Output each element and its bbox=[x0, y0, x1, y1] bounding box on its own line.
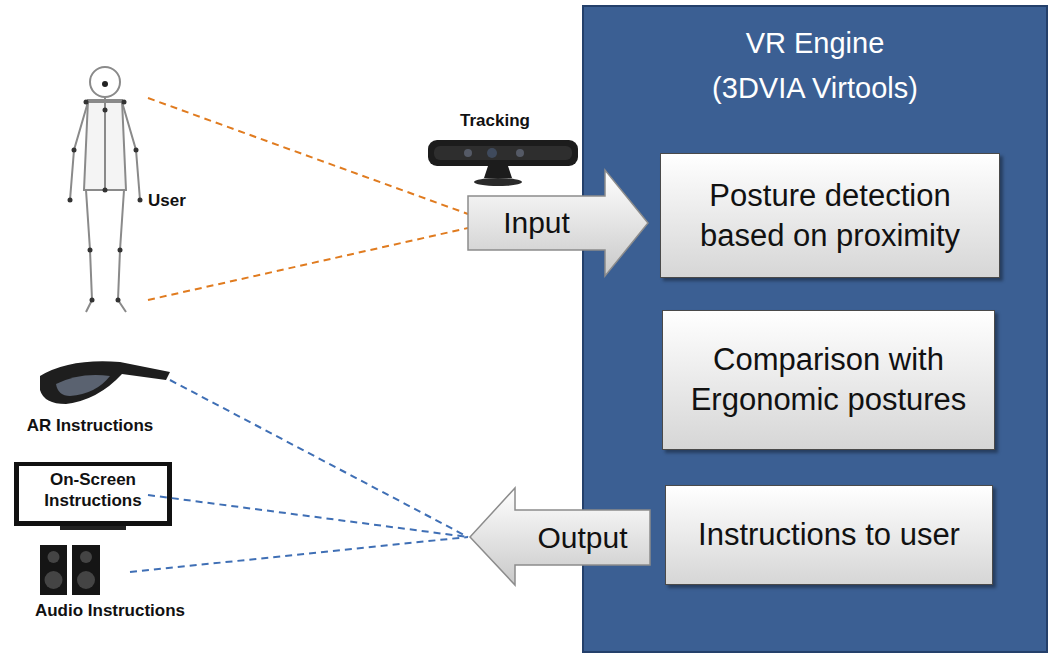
user-figure bbox=[68, 67, 143, 312]
box-text: Posture detection based on proximity bbox=[671, 176, 989, 256]
tracking-lines bbox=[148, 98, 468, 300]
box-text: Instructions to user bbox=[698, 515, 960, 555]
device-label: AR Instructions bbox=[10, 415, 170, 436]
device-label: Audio Instructions bbox=[10, 600, 210, 621]
arrow-outline bbox=[468, 170, 648, 276]
process-box: Instructions to user bbox=[665, 485, 993, 585]
device-label: Tracking bbox=[440, 110, 550, 131]
device-label: On-Screen Instructions bbox=[22, 469, 164, 511]
ar-glasses bbox=[40, 361, 170, 404]
kinect-sensor bbox=[428, 140, 578, 186]
engine-container: VR Engine (3DVIA Virtools) Posture detect… bbox=[582, 5, 1048, 653]
arrow-label: Input bbox=[468, 196, 605, 250]
input-arrow: Input bbox=[468, 170, 648, 276]
container-title: VR Engine (3DVIA Virtools) bbox=[700, 21, 930, 111]
arrow-outline bbox=[470, 488, 650, 585]
output-arrow: Output bbox=[470, 488, 650, 585]
process-box: Comparison with Ergonomic postures bbox=[662, 310, 995, 450]
arrow-label: Output bbox=[515, 510, 650, 565]
speakers bbox=[40, 545, 100, 595]
actor-label: User bbox=[148, 190, 208, 211]
instruction-lines bbox=[130, 380, 468, 572]
box-text: Comparison with Ergonomic postures bbox=[673, 340, 984, 420]
process-box: Posture detection based on proximity bbox=[660, 153, 1000, 278]
